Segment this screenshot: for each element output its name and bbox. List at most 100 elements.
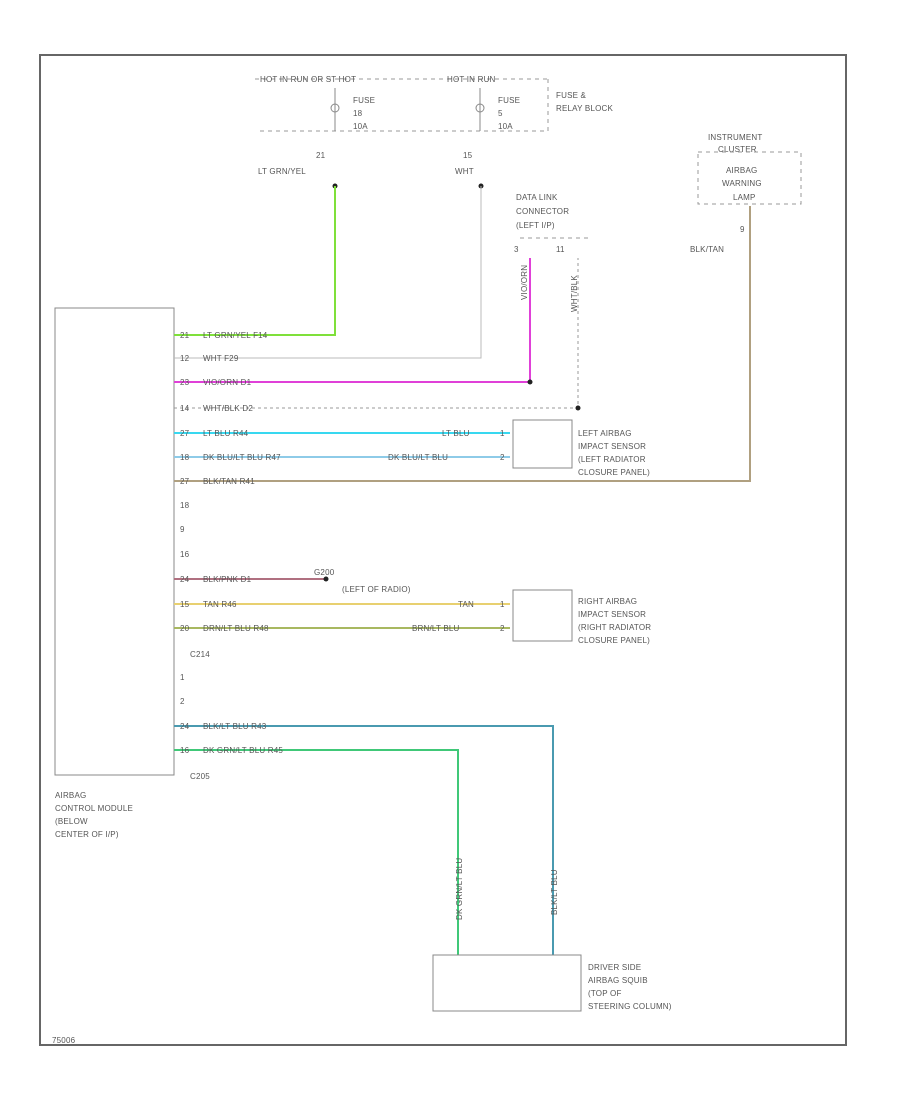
row-label: BLK/TAN R41 <box>203 477 255 486</box>
row-pin: 21 <box>180 331 190 340</box>
dlc-label-1: DATA LINK <box>516 193 558 202</box>
airbag-control-module <box>54 307 175 776</box>
lamp-label-2: WARNING <box>722 179 762 188</box>
left-impact-sensor: LT BLU 1 DK BLU/LT BLU 2 LEFT AIRBAG IMP… <box>388 419 650 477</box>
right-sensor-wire-a: TAN <box>458 600 474 609</box>
instrument-cluster: INSTRUMENT CLUSTER AIRBAG WARNING LAMP 9… <box>690 133 802 254</box>
dlc-pin-3: 3 <box>514 245 519 254</box>
fuse-block-label-2: RELAY BLOCK <box>556 104 614 113</box>
lamp-label-1: AIRBAG <box>726 166 757 175</box>
row-pin: 12 <box>180 354 190 363</box>
left-sensor-label-3: (LEFT RADIATOR <box>578 455 646 464</box>
squib-label-4: STEERING COLUMN) <box>588 1002 672 1011</box>
squib-wire-b-label: BLK/LT BLU <box>550 869 559 915</box>
connector-c214: C214 <box>190 650 210 659</box>
fuse-tap-pin-21: 21 <box>316 151 326 160</box>
right-sensor-label-1: RIGHT AIRBAG <box>578 597 637 606</box>
wire-lt-grn-yel <box>174 186 336 336</box>
dlc-label-3: (LEFT I/P) <box>516 221 555 230</box>
row-pin: 20 <box>180 624 190 633</box>
ground-location: (LEFT OF RADIO) <box>342 585 411 594</box>
squib-label-2: AIRBAG SQUIB <box>588 976 648 985</box>
row-pin: 18 <box>180 453 190 462</box>
left-sensor-wire-a: LT BLU <box>442 429 470 438</box>
right-sensor-label-3: (RIGHT RADIATOR <box>578 623 651 632</box>
squib-label-3: (TOP OF <box>588 989 622 998</box>
wire-blk-tan <box>174 206 751 482</box>
hot-run-start-label: HOT IN RUN OR ST HOT <box>260 75 356 84</box>
fuse-block-label-1: FUSE & <box>556 91 587 100</box>
dlc-wire-a-label: VIO/ORN <box>520 265 529 300</box>
left-sensor-label-4: CLOSURE PANEL) <box>578 468 650 477</box>
row-pin: 27 <box>180 429 190 438</box>
fuse-tap-pin-15: 15 <box>463 151 473 160</box>
ground-label: G200 <box>314 568 335 577</box>
fuse-18-label-3: 10A <box>353 122 368 131</box>
module-label-2: CONTROL MODULE <box>55 804 133 813</box>
module-label-4: CENTER OF I/P) <box>55 830 119 839</box>
diagram-frame <box>39 54 847 1046</box>
connector-c205: C205 <box>190 772 210 781</box>
row-pin: 9 <box>180 525 185 534</box>
row-label: BLK/LT BLU R43 <box>203 722 267 731</box>
ground-point <box>323 576 329 582</box>
left-sensor-label-1: LEFT AIRBAG <box>578 429 632 438</box>
fuse-18-label-2: 18 <box>353 109 363 118</box>
left-sensor-pin-b: 2 <box>500 453 505 462</box>
dlc-label-2: CONNECTOR <box>516 207 569 216</box>
lamp-label-3: LAMP <box>733 193 756 202</box>
row-pin: 27 <box>180 477 190 486</box>
row-pin: 15 <box>180 600 190 609</box>
row-pin: 2 <box>180 697 185 706</box>
cluster-label-2: CLUSTER <box>718 145 757 154</box>
fuse-18-icon <box>330 103 340 113</box>
right-sensor-label-4: CLOSURE PANEL) <box>578 636 650 645</box>
row-label: DRN/LT BLU R48 <box>203 624 269 633</box>
module-label-3: (BELOW <box>55 817 88 826</box>
cluster-pin-9: 9 <box>740 225 745 234</box>
data-link-connector: DATA LINK CONNECTOR (LEFT I/P) 3 11 VIO/… <box>514 193 588 312</box>
wire-vio-orn <box>174 258 531 383</box>
row-label: WHT/BLK D2 <box>203 404 253 413</box>
fuse-5-label-3: 10A <box>498 122 513 131</box>
hot-run-label: HOT IN RUN <box>447 75 496 84</box>
right-sensor-label-2: IMPACT SENSOR <box>578 610 646 619</box>
row-label: VIO/ORN D1 <box>203 378 252 387</box>
row-pin: 18 <box>180 501 190 510</box>
fuse-5-icon <box>475 103 485 113</box>
row-pin: 16 <box>180 746 190 755</box>
row-pin: 24 <box>180 722 190 731</box>
row-pin: 14 <box>180 404 190 413</box>
fuse-5-label-2: 5 <box>498 109 503 118</box>
squib-wire-a-label: DK GRN/LT BLU <box>455 858 464 920</box>
fuse-18-label-1: FUSE <box>353 96 375 105</box>
row-pin: 23 <box>180 378 190 387</box>
left-sensor-label-2: IMPACT SENSOR <box>578 442 646 451</box>
row-label: LT GRN/YEL F14 <box>203 331 268 340</box>
dlc-wire-b-label: WHT/BLK <box>570 275 579 312</box>
cluster-wire-label: BLK/TAN <box>690 245 724 254</box>
fuse-tap-color-wht: WHT <box>455 167 474 176</box>
dlc-pin-11: 11 <box>556 245 565 254</box>
row-label: TAN R46 <box>203 600 237 609</box>
module-pin-rows: 21 LT GRN/YEL F14 12 WHT F29 23 VIO/ORN … <box>180 331 283 755</box>
splice-wht-blk <box>575 405 581 411</box>
right-sensor-wire-b: BRN/LT BLU <box>412 624 460 633</box>
wire-dk-grn-lt-blu <box>174 749 459 955</box>
right-impact-sensor: TAN 1 BRN/LT BLU 2 RIGHT AIRBAG IMPACT S… <box>412 589 651 645</box>
row-label: LT BLU R44 <box>203 429 249 438</box>
fuse-relay-block: HOT IN RUN OR ST HOT HOT IN RUN FUSE 18 … <box>255 75 614 132</box>
diagram-code: 75006 <box>52 1036 76 1045</box>
left-sensor-wire-b: DK BLU/LT BLU <box>388 453 448 462</box>
row-label: DK BLU/LT BLU R47 <box>203 453 281 462</box>
fuse-tap-color-ltgrnyel: LT GRN/YEL <box>258 167 306 176</box>
row-label: BLK/PNK D1 <box>203 575 252 584</box>
cluster-label-1: INSTRUMENT <box>708 133 762 142</box>
right-sensor-pin-b: 2 <box>500 624 505 633</box>
row-label: WHT F29 <box>203 354 239 363</box>
splice-vio-orn <box>527 379 533 385</box>
wire-wht <box>174 186 482 359</box>
row-pin: 16 <box>180 550 190 559</box>
wire-blk-lt-blu <box>174 725 554 955</box>
